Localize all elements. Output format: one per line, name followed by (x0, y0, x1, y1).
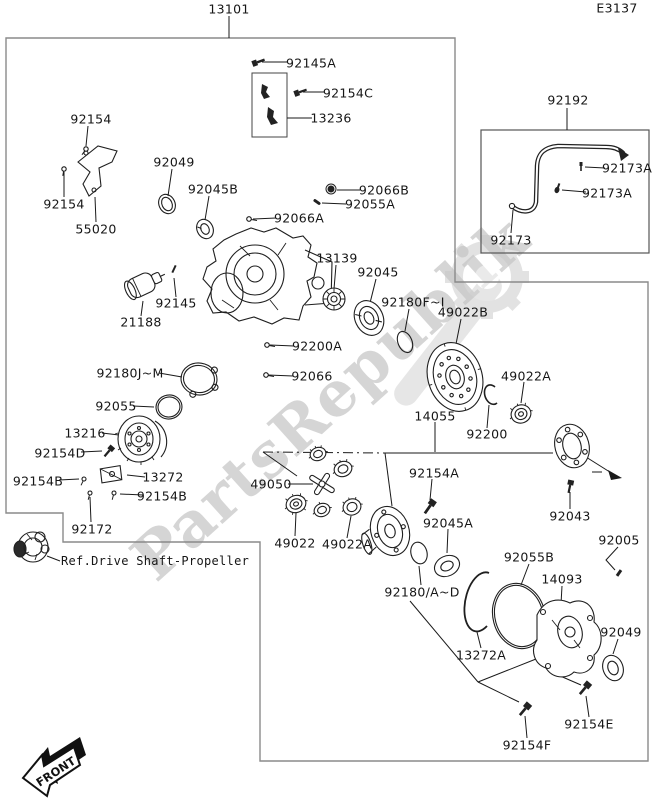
part-13272a-snap-ring (463, 571, 490, 633)
part-21188 (123, 271, 166, 301)
part-55020-bracket (77, 145, 118, 197)
part-49022a-gear-left (341, 497, 363, 516)
part-92200-snap-ring (483, 384, 498, 406)
part-14055-hub (361, 505, 411, 557)
part-13216-coupling (114, 415, 168, 465)
part-92172-screw (87, 490, 93, 500)
part-92173a1-bolt (579, 162, 583, 171)
part-13139-bearing (322, 287, 346, 311)
part-92066-screw (263, 372, 275, 378)
part-92055-oring (155, 394, 183, 420)
part-92005-pin (615, 569, 623, 577)
part-92045b-seal (196, 218, 214, 240)
part-92154b2-screw (111, 490, 117, 500)
part-92154-screw-top (81, 146, 89, 156)
part-92173a2-bolt (554, 183, 561, 194)
part-92154c-bolt (293, 88, 307, 97)
part-49022-gear (284, 493, 308, 515)
part-13236-keys (261, 84, 278, 125)
part-92049-oring (158, 193, 176, 215)
watermark-logo (394, 235, 529, 406)
part-92180ad-oring (410, 541, 428, 565)
leader-lines (46, 16, 622, 739)
part-92154a-bolt (423, 498, 437, 515)
main-outline-box (5, 37, 649, 762)
part-92180jm-gasket (180, 362, 219, 398)
part-92045-bearing (353, 300, 385, 336)
front-arrow: FRONT (21, 737, 86, 798)
part-49022a-gear-right (509, 402, 533, 424)
part-92055a-pin (313, 199, 321, 205)
part-49050-spider (309, 472, 335, 496)
part-92180fi-oring (396, 330, 414, 354)
hose-detail-box (480, 129, 650, 254)
part-49022b-disc (426, 342, 484, 412)
key-detail-box (251, 72, 288, 138)
part-bevel-gear-small-1 (308, 445, 328, 462)
part-92049-seal-bottom (602, 654, 624, 682)
part-92154-screw-left (61, 166, 67, 176)
part-92145a-bolt (251, 58, 265, 67)
part-92200a-screw (264, 342, 276, 348)
part-92154e-bolt (578, 680, 593, 695)
part-92043-bolt (567, 479, 575, 494)
part-bevel-gear-small-2 (332, 459, 354, 478)
part-92066b-bolt (325, 183, 337, 195)
part-92145-pin (171, 264, 177, 274)
part-ref-propeller-drive (13, 531, 50, 563)
part-92192-hose (508, 143, 629, 214)
part-flange-hub (554, 423, 590, 469)
part-gear-case (202, 227, 333, 325)
part-92154f-bolt (518, 701, 533, 716)
part-92066a-screw (246, 216, 258, 222)
part-92154d-bolt (103, 444, 116, 458)
part-92045a-seal (433, 554, 461, 578)
gear-icon (445, 235, 529, 319)
part-bevel-gear-small-3 (312, 501, 332, 518)
part-14093-cover (533, 599, 602, 678)
part-13272-bracket (99, 464, 123, 484)
part-92154b1-screw (80, 476, 87, 486)
